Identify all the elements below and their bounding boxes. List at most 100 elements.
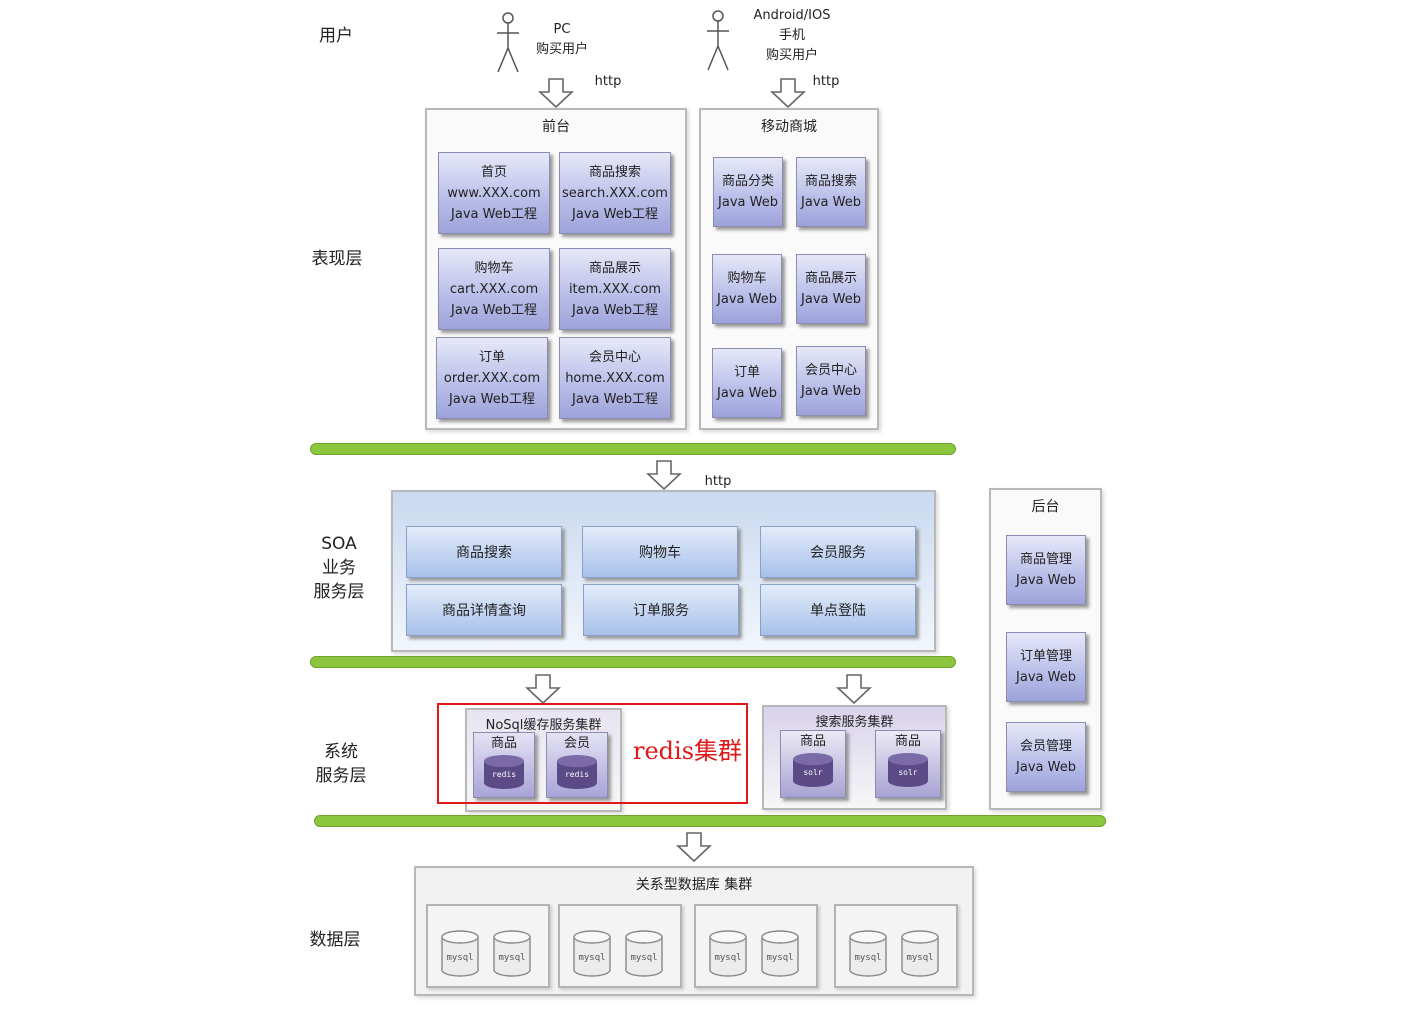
- node-line: 商品展示: [588, 260, 641, 276]
- node-line: 商品: [894, 734, 921, 749]
- soa-service-member: 会员服务: [760, 526, 916, 578]
- search-node-product-1: 商品 solr: [780, 730, 846, 798]
- frontend-title: 前台: [542, 119, 570, 135]
- rdb-group: mysql mysql: [558, 904, 682, 988]
- mysql-database-icon: mysql: [493, 930, 531, 977]
- mobile-user-icon: [706, 10, 730, 72]
- node-line: 会员: [563, 736, 590, 751]
- mobile-node-item: 商品展示 Java Web: [796, 254, 866, 324]
- layer-label-system-line2: 服务层: [315, 766, 367, 786]
- node-line: 订单: [478, 349, 505, 365]
- arrow-down-icon: [525, 674, 561, 704]
- mobile-mall-title: 移动商城: [761, 119, 817, 135]
- pc-user-label: PC 购买用户: [524, 20, 600, 60]
- node-line: 会员中心: [588, 349, 641, 365]
- node-line: 订单管理: [1019, 649, 1072, 664]
- node-line: cart.XXX.com: [449, 281, 539, 297]
- mobile-node-cart: 购物车 Java Web: [712, 254, 782, 324]
- frontend-node-item: 商品展示 item.XXX.com Java Web工程: [559, 248, 671, 330]
- backend-node-member-mgmt: 会员管理 Java Web: [1006, 722, 1086, 792]
- nosql-node-product: 商品 redis: [473, 732, 535, 798]
- rdb-group: mysql mysql: [694, 904, 818, 988]
- db-label: mysql: [714, 953, 741, 963]
- layer-label-user: 用户: [319, 26, 353, 46]
- solr-database-icon: solr: [793, 753, 833, 787]
- layer-label-system: 系统 服务层: [306, 740, 376, 788]
- mysql-database-icon: mysql: [709, 930, 747, 977]
- node-line: Java Web工程: [572, 206, 658, 222]
- node-line: 商品展示: [804, 271, 857, 286]
- backend-node-order-mgmt: 订单管理 Java Web: [1006, 632, 1086, 702]
- node-line: 会员管理: [1019, 739, 1072, 754]
- node-line: Java Web: [717, 386, 777, 401]
- soa-service-product-detail: 商品详情查询: [406, 584, 562, 636]
- db-label: mysql: [446, 953, 473, 963]
- rdb-group: mysql mysql: [426, 904, 550, 988]
- layer-label-data: 数据层: [309, 930, 361, 950]
- db-label: solr: [803, 768, 822, 777]
- node-line: order.XXX.com: [443, 370, 541, 386]
- pc-user-label-line2: 购买用户: [535, 42, 588, 57]
- nosql-cluster-title: NoSql缓存服务集群: [485, 718, 602, 733]
- mobile-node-search: 商品搜索 Java Web: [796, 157, 866, 227]
- rdb-cluster-title: 关系型数据库 集群: [635, 877, 753, 893]
- http-label: http: [812, 74, 840, 89]
- soa-service-order: 订单服务: [583, 584, 739, 636]
- layer-label-soa-line3: 服务层: [313, 582, 365, 602]
- db-label: mysql: [630, 953, 657, 963]
- mysql-database-icon: mysql: [849, 930, 887, 977]
- arrow-down-icon: [646, 460, 682, 490]
- db-label: mysql: [766, 953, 793, 963]
- node-line: 商品: [799, 734, 826, 749]
- redis-database-icon: redis: [557, 755, 597, 789]
- node-line: Java Web: [1016, 670, 1076, 685]
- nosql-node-member: 会员 redis: [546, 732, 608, 798]
- layer-label-soa-line1: SOA: [321, 534, 357, 554]
- layer-label-soa: SOA 业务 服务层: [304, 532, 374, 604]
- service-bus: [310, 443, 956, 455]
- node-line: 购物车: [474, 260, 514, 276]
- db-label: mysql: [578, 953, 605, 963]
- node-line: 首页: [480, 164, 507, 180]
- node-line: Java Web工程: [572, 302, 658, 318]
- node-line: Java Web: [718, 195, 778, 210]
- node-line: 会员中心: [804, 363, 857, 378]
- node-line: home.XXX.com: [565, 370, 665, 386]
- redis-cluster-annotation: redis集群: [633, 737, 743, 765]
- mobile-user-label-line1: Android/IOS: [753, 8, 831, 23]
- db-label: redis: [565, 770, 589, 779]
- pc-user-label-line1: PC: [553, 22, 571, 37]
- db-label: mysql: [854, 953, 881, 963]
- search-cluster-title: 搜索服务集群: [815, 715, 894, 730]
- db-label: mysql: [906, 953, 933, 963]
- http-label: http: [704, 474, 732, 489]
- node-line: Java Web: [1016, 573, 1076, 588]
- frontend-node-order: 订单 order.XXX.com Java Web工程: [436, 337, 548, 419]
- rdb-group: mysql mysql: [834, 904, 958, 988]
- node-line: Java Web工程: [572, 391, 658, 407]
- arrow-down-icon: [676, 832, 712, 862]
- node-line: Java Web工程: [449, 391, 535, 407]
- mobile-user-label-line2: 手机: [778, 28, 805, 43]
- node-line: 商品: [490, 736, 517, 751]
- mobile-user-label-line3: 购买用户: [765, 48, 818, 63]
- node-line: Java Web: [1016, 760, 1076, 775]
- search-node-product-2: 商品 solr: [875, 730, 941, 798]
- mysql-database-icon: mysql: [625, 930, 663, 977]
- node-line: Java Web: [801, 292, 861, 307]
- backend-node-product-mgmt: 商品管理 Java Web: [1006, 535, 1086, 605]
- node-line: item.XXX.com: [568, 281, 662, 297]
- arrow-down-icon: [770, 78, 806, 108]
- http-label: http: [594, 74, 622, 89]
- node-line: Java Web工程: [451, 206, 537, 222]
- mobile-node-order: 订单 Java Web: [712, 348, 782, 418]
- mysql-database-icon: mysql: [761, 930, 799, 977]
- db-label: redis: [492, 770, 516, 779]
- node-line: 商品搜索: [804, 174, 857, 189]
- node-line: 商品分类: [721, 174, 774, 189]
- backend-title: 后台: [1031, 499, 1060, 515]
- redis-cluster-highlight-box: [437, 703, 748, 804]
- node-line: www.XXX.com: [447, 185, 541, 201]
- node-line: Java Web: [801, 384, 861, 399]
- mysql-database-icon: mysql: [441, 930, 479, 977]
